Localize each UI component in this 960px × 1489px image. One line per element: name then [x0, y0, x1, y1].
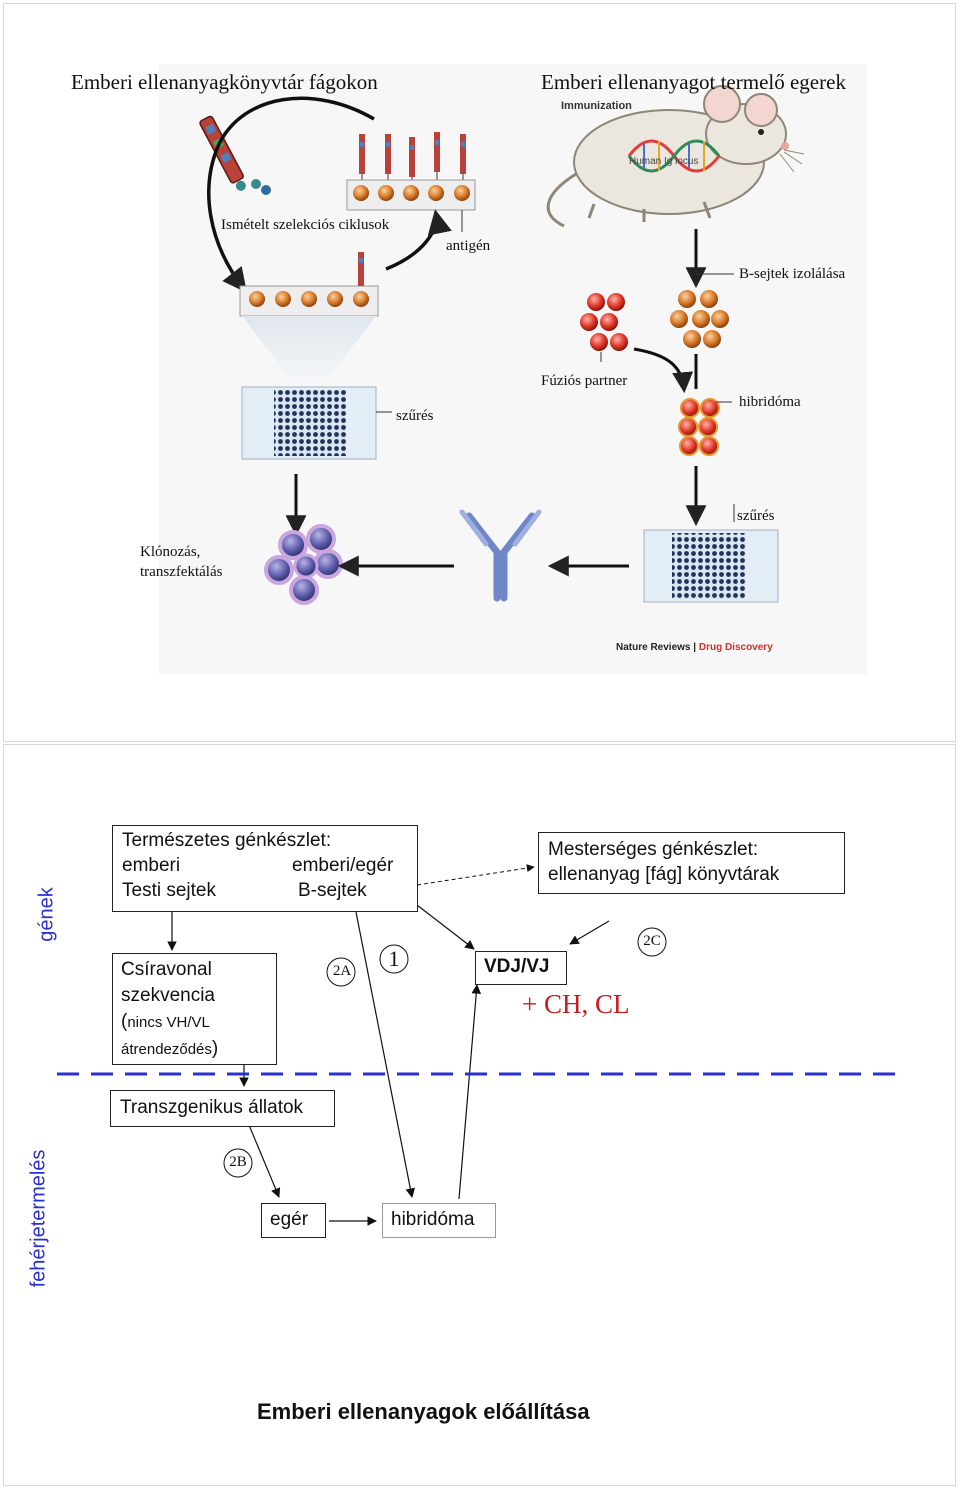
antigen-label: antigén	[446, 238, 491, 254]
panning-plate-icon	[239, 252, 379, 317]
arrow-natural-to-vdj	[416, 904, 475, 950]
pathway-diagram-lines	[57, 864, 902, 1226]
screening-grid-left-icon	[241, 386, 377, 460]
antibody-production-illustration	[159, 64, 867, 674]
label-2b-circle	[223, 1148, 253, 1178]
bottom-figure-panel: gének fehérjetermelés Természetes génkés…	[3, 744, 956, 1486]
antibody-icon	[459, 509, 542, 602]
mouse-box: egér	[261, 1203, 326, 1238]
transgenic-mice-title: Emberi ellenanyagot termelő egerek	[541, 70, 846, 94]
cycle-arrow-right	[385, 209, 452, 271]
cloned-cells-icon	[264, 524, 343, 605]
germline-line3: nincs VH/VL	[127, 1014, 210, 1031]
arrow-natural-to-artificial	[416, 864, 535, 886]
credit-journal: Nature Reviews	[616, 642, 691, 653]
natural-box-human-mouse: emberi/egér	[292, 855, 394, 876]
antigen-plate-icon	[346, 179, 476, 232]
b-cells-icon	[670, 290, 729, 348]
germline-paren-open: (	[121, 1011, 128, 1032]
germline-line1: Csíravonal	[121, 959, 212, 980]
label-2c-circle	[637, 927, 667, 957]
arrow-hybridoma-to-vdj	[458, 984, 482, 1200]
natural-gene-pool-box: Természetes génkészlet: emberi emberi/eg…	[112, 825, 418, 912]
hybridoma-label: hibridóma	[739, 394, 801, 410]
credit-separator: |	[690, 642, 699, 653]
cloning-label-line2: transzfektálás	[140, 564, 223, 580]
arrow-artificial-to-vdj	[569, 920, 610, 945]
label-1-circle	[379, 944, 409, 974]
screening-label-left: szűrés	[396, 408, 434, 424]
phage-library-title: Emberi ellenanyagkönyvtár fágokon	[71, 70, 378, 94]
footer-title: Emberi ellenanyagok előállítása	[257, 1399, 590, 1424]
b-cell-isolation-label: B-sejtek izolálása	[739, 266, 846, 282]
genes-side-label: gének	[35, 887, 58, 942]
arrow-2a-to-hybridoma	[355, 911, 416, 1198]
top-figure-panel: Emberi ellenanyagkönyvtár fágokon Emberi…	[3, 3, 956, 742]
germline-line4: átrendeződés	[121, 1041, 212, 1058]
cloning-label-line1: Klónozás,	[140, 544, 201, 560]
label-2c: 2C	[643, 933, 661, 949]
arrow-transgenic-to-mouse	[248, 1124, 281, 1198]
fusion-partner-cells-icon	[580, 293, 628, 362]
natural-box-somatic-cells: Testi sejtek	[122, 880, 216, 901]
screening-label-right: szűrés	[737, 508, 775, 524]
label-2b: 2B	[229, 1154, 247, 1170]
credit-section: Drug Discovery	[698, 642, 773, 653]
source-credit: Nature Reviews | Drug Discovery	[616, 642, 773, 653]
natural-box-human: emberi	[122, 855, 181, 876]
vdj-vj-box: VDJ/VJ	[475, 951, 567, 985]
fusion-partner-label: Fúziós partner	[541, 373, 628, 389]
germline-sequence-box: Csíravonal szekvencia (nincs VH/VL átren…	[112, 953, 277, 1065]
transgenic-animals-box: Transzgenikus állatok	[110, 1090, 335, 1127]
natural-box-b-cells: B-sejtek	[298, 880, 367, 901]
germline-paren-close: )	[211, 1038, 219, 1059]
constant-regions-label: + CH, CL	[522, 989, 630, 1019]
dna-helix-icon	[627, 139, 721, 173]
protein-production-side-label: fehérjetermelés	[27, 1149, 50, 1288]
label-2a-circle	[326, 957, 356, 987]
artificial-box-title: Mesterséges génkészlet:	[548, 839, 759, 860]
artificial-gene-pool-box: Mesterséges génkészlet: ellenanyag [fág]…	[538, 832, 845, 894]
natural-box-title: Természetes génkészlet:	[122, 830, 332, 851]
label-1: 1	[388, 946, 400, 971]
screening-grid-right-icon	[643, 529, 779, 603]
artificial-box-libraries: ellenanyag [fág] könyvtárak	[548, 864, 780, 885]
hybridoma-cells-icon	[678, 398, 732, 456]
human-ig-locus-label: Human Ig locus	[629, 156, 699, 167]
funnel-shape	[242, 316, 376, 386]
cycle-arrow-left	[207, 96, 375, 293]
germline-line2: szekvencia	[121, 985, 215, 1006]
label-2a: 2A	[332, 963, 352, 979]
repeated-selection-label: Ismételt szelekciós ciklusok	[221, 217, 390, 233]
fusion-arrow	[633, 347, 694, 394]
immunization-label: Immunization	[561, 100, 632, 112]
hybridoma-box: hibridóma	[382, 1203, 496, 1238]
phage-icon	[199, 115, 246, 191]
